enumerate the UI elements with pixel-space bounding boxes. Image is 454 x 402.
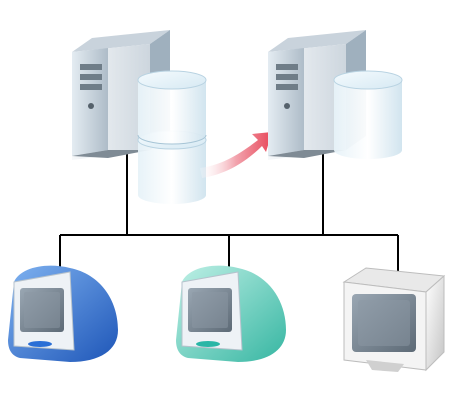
storage-cylinder-icon [334,71,402,159]
client-3 [344,268,444,372]
replication-arrow-icon [200,132,272,178]
server-left [72,30,206,204]
imac-blueberry-icon [8,266,118,362]
client-2 [176,266,286,362]
imac-teal-icon [176,266,286,362]
client-1 [8,266,118,362]
storage-cylinder-stack-icon [138,71,206,204]
server-right [268,30,402,160]
crt-monitor-icon [344,268,444,372]
